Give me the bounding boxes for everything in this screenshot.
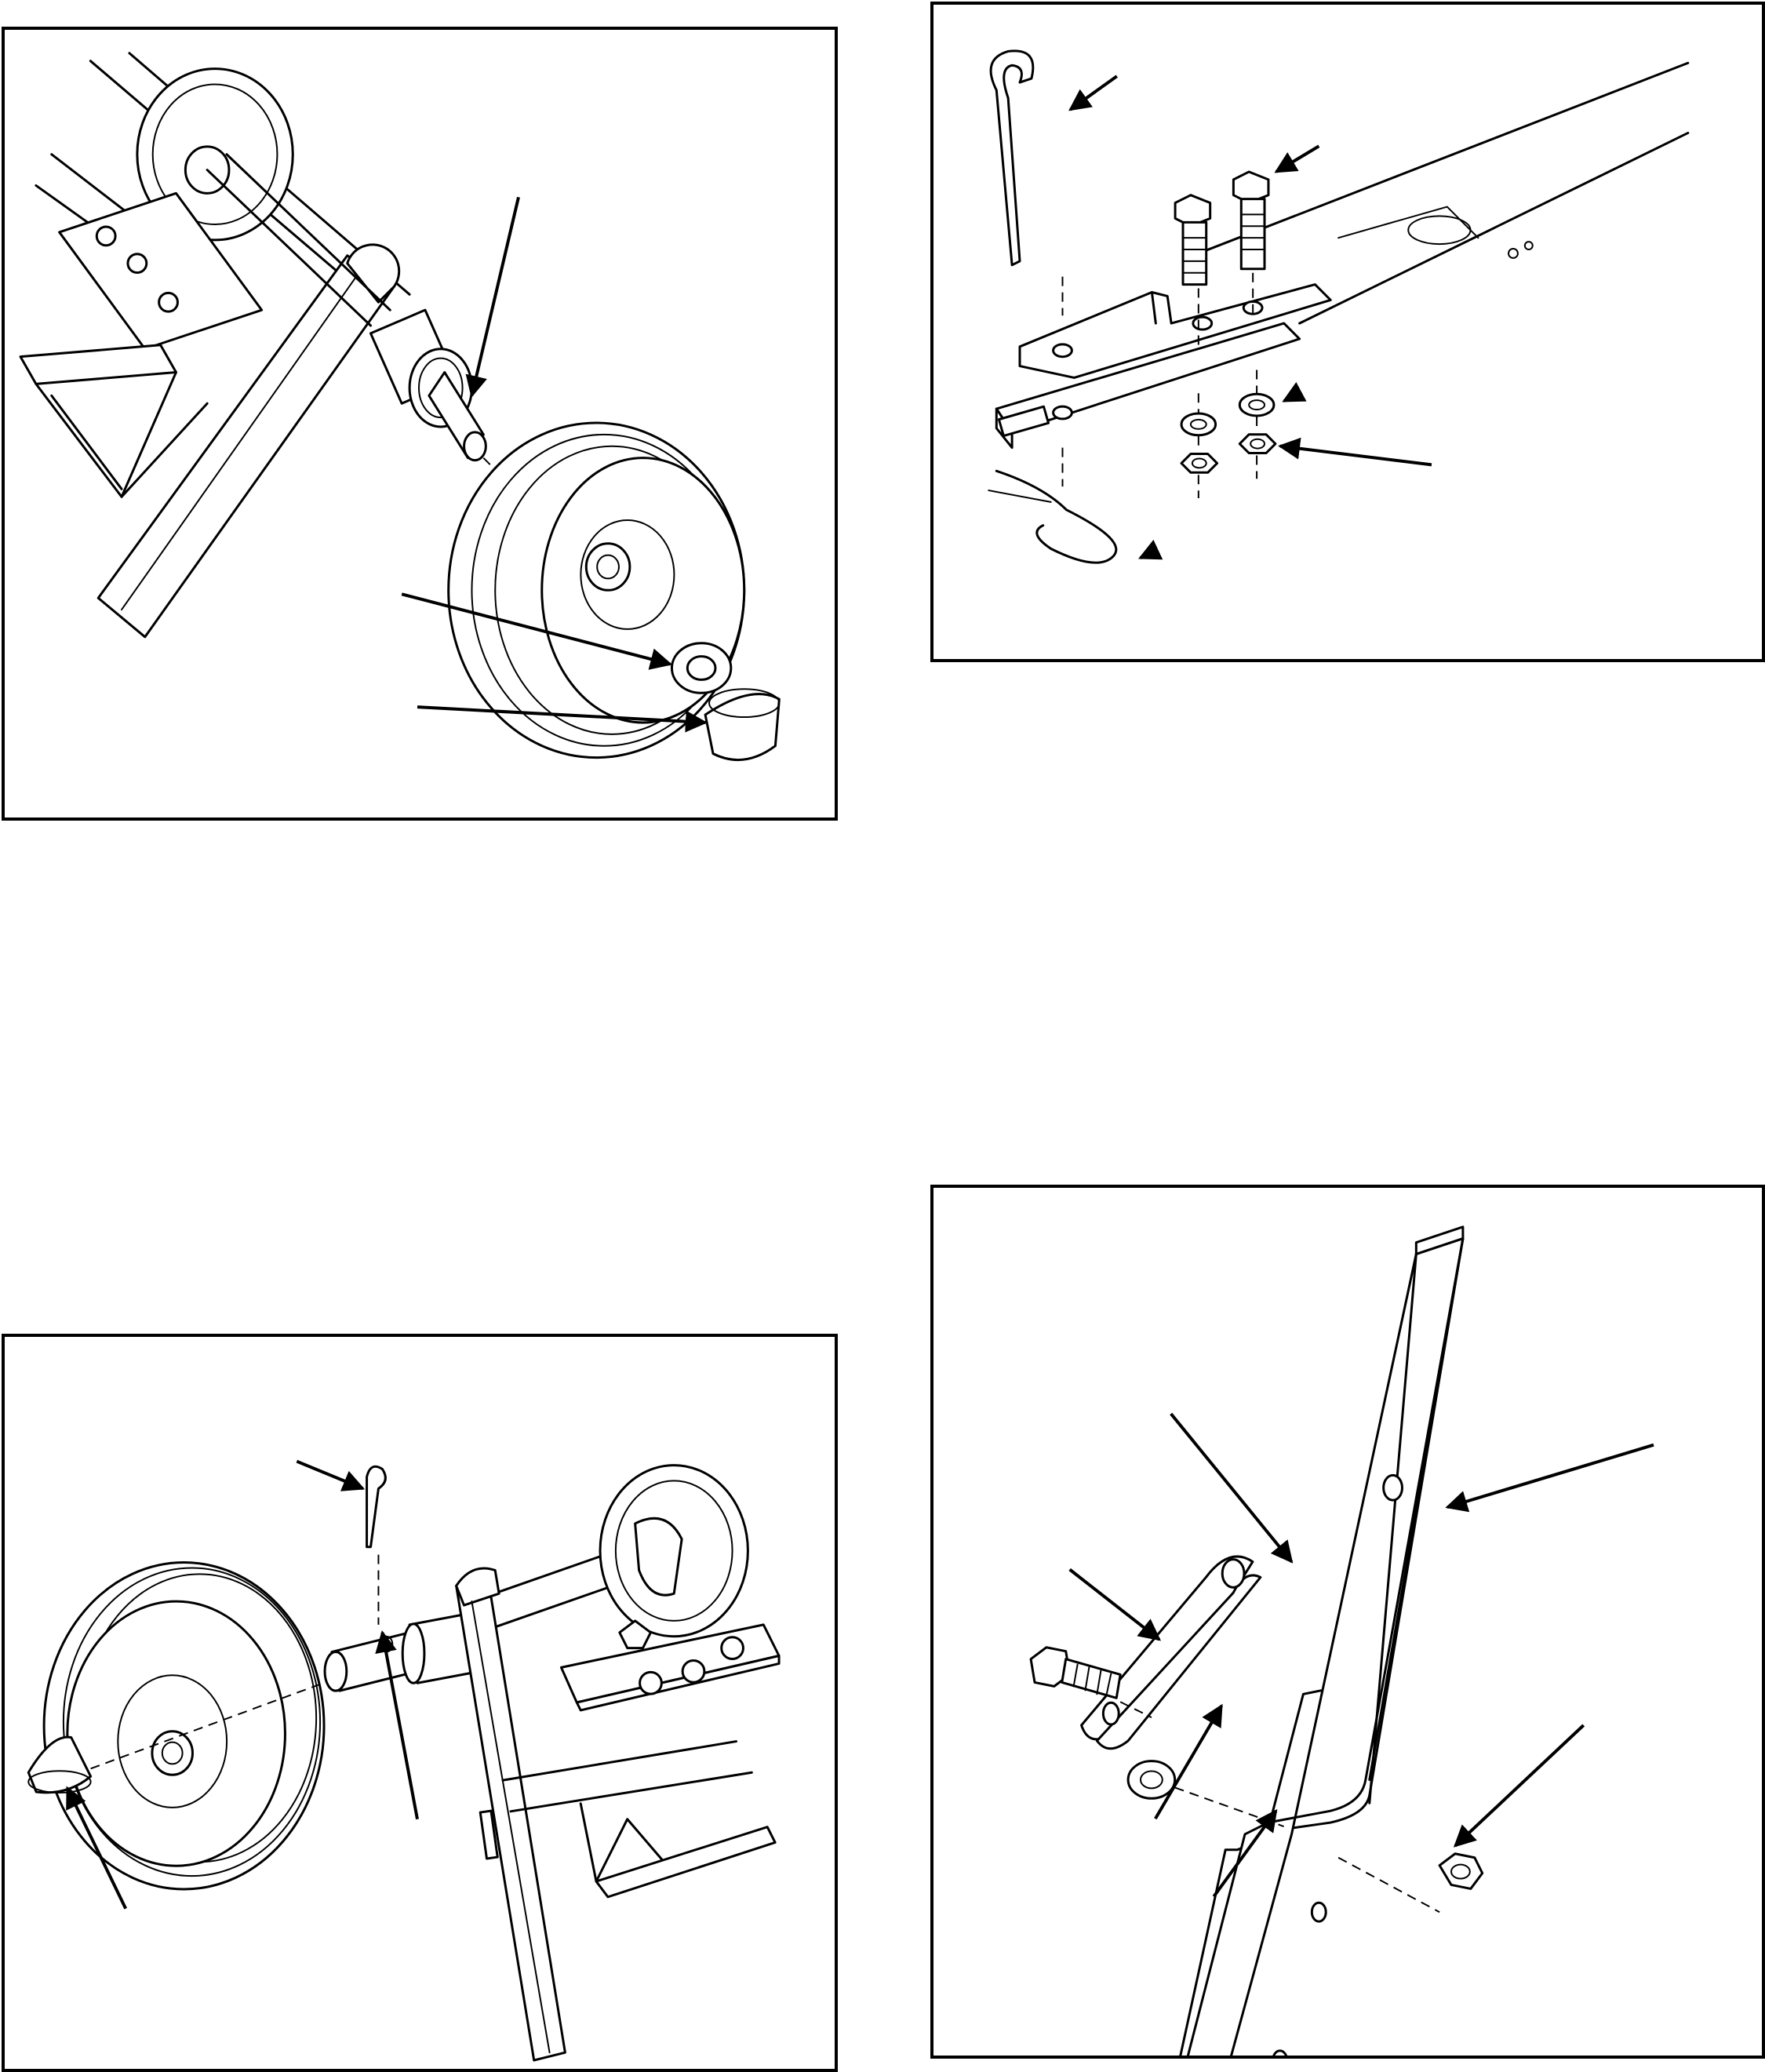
callout-arrow-bolt: [1274, 146, 1319, 172]
figure-wheel-mount-rear: [2, 27, 838, 821]
nut-left: [1181, 454, 1217, 473]
figure-wheel-mount-front: [2, 1334, 838, 2072]
long-bar: [1171, 1227, 1463, 2056]
cotter-pin: [367, 1466, 386, 1625]
hub-cap: [705, 689, 779, 759]
stand-front: [503, 1742, 775, 1897]
callout-arrow-short-link: [1171, 1414, 1294, 1564]
short-link: [1082, 1557, 1261, 1749]
lock-washer-right: [1239, 394, 1274, 416]
callout-arrow-cotter: [297, 1462, 366, 1491]
tongue: [1199, 63, 1688, 323]
callout-arrow-pin: [1068, 76, 1116, 111]
hitch-assembly-drawing: [933, 5, 1762, 659]
callout-arrow-long-bar: [1445, 1445, 1654, 1513]
callout-arrow-spindle: [375, 1630, 417, 1819]
callout-arrow-cap: [67, 1786, 126, 1909]
callout-arrow-1: [465, 197, 519, 398]
callout-arrow-hole: [1155, 1703, 1221, 1819]
callout-arrow-2: [402, 594, 673, 670]
nut-right: [1239, 435, 1276, 453]
wheel-mount-rear-drawing: [5, 30, 835, 818]
tire: [449, 423, 744, 758]
wheel-mount-front-drawing: [5, 1337, 835, 2069]
hair-pin-clip: [988, 448, 1115, 563]
outer-washer: [671, 643, 730, 693]
callout-arrow-nut: [1453, 1725, 1584, 1848]
callout-arrow-washer: [1282, 382, 1307, 401]
mount-plate: [60, 193, 262, 348]
callout-arrow-bolt: [1070, 1570, 1162, 1641]
stand-bracket: [20, 345, 207, 497]
callout-arrow-nut: [1278, 437, 1432, 465]
figure-link-bar-assembly: [930, 1185, 1765, 2059]
gauge-disc-front: [600, 1466, 748, 1648]
link-washer: [1128, 1761, 1175, 1799]
callout-arrow-clip: [1138, 540, 1163, 560]
frame-rails: [36, 53, 409, 637]
link-bolt: [1031, 1648, 1120, 1699]
bolt-short: [1175, 195, 1210, 285]
lock-washer-left: [1181, 413, 1216, 435]
callout-arrow-3: [417, 707, 708, 733]
lower-bar: [996, 323, 1299, 447]
hitch-pin: [991, 51, 1062, 315]
bolt-long: [1233, 172, 1268, 269]
link-nut: [1439, 1854, 1483, 1889]
link-bar-assembly-drawing: [933, 1188, 1762, 2056]
callout-arrow-washer: [1214, 1808, 1278, 1896]
hub-cap-front: [28, 1737, 90, 1793]
figure-hitch-assembly: [930, 2, 1765, 662]
spindle: [370, 310, 674, 653]
arm-front: [457, 1568, 566, 2060]
mount-plate-front: [561, 1625, 779, 1710]
tire-front: [44, 1563, 324, 1889]
